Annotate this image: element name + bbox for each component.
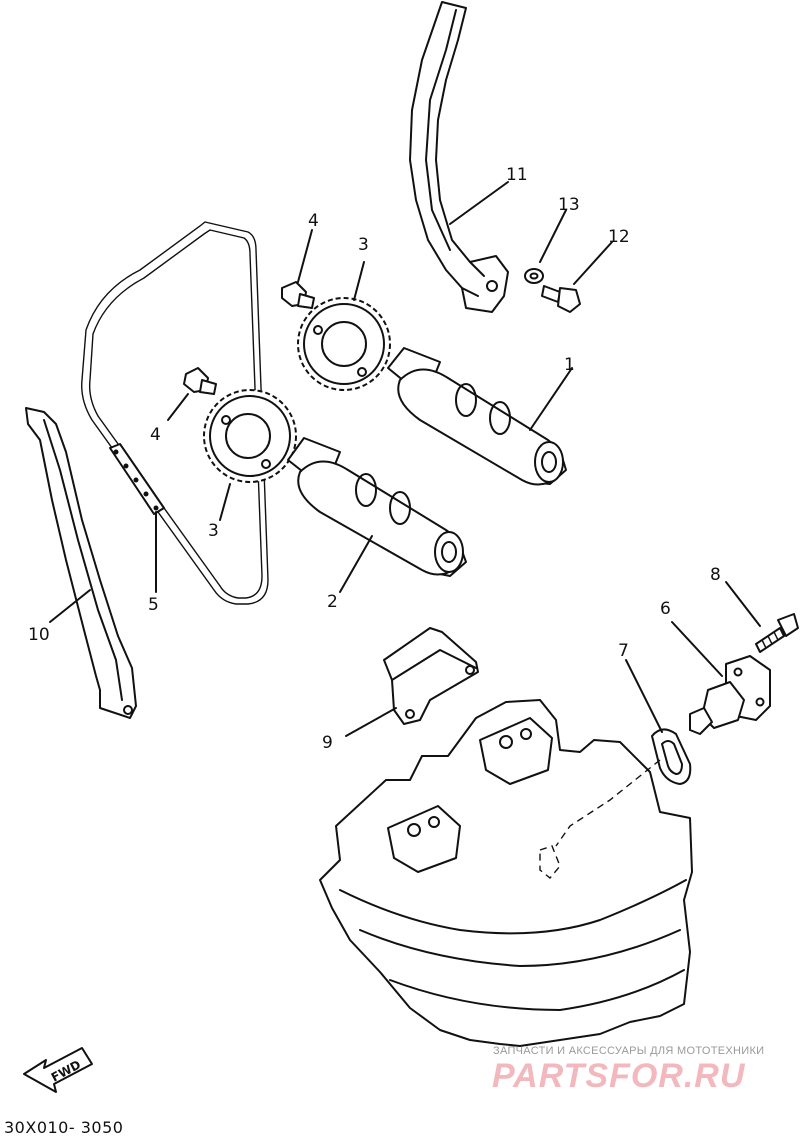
callout-7: 7 bbox=[618, 641, 629, 661]
callout-3-lower: 3 bbox=[208, 521, 219, 541]
tensioner-bolt bbox=[755, 613, 799, 653]
callout-13: 13 bbox=[558, 195, 580, 215]
cam-chain-loop bbox=[81, 221, 269, 605]
callout-6: 6 bbox=[660, 599, 671, 619]
callout-2: 2 bbox=[327, 592, 338, 612]
chain-link bbox=[109, 443, 165, 515]
cam-sprocket-lower bbox=[203, 389, 297, 483]
callout-4-lower: 4 bbox=[150, 425, 161, 445]
sprocket-bolt-lower bbox=[183, 367, 217, 395]
camshaft-1 bbox=[387, 347, 567, 486]
tensioner-alignment-line bbox=[555, 759, 661, 847]
leader-lines bbox=[49, 181, 761, 737]
callout-11: 11 bbox=[506, 165, 528, 185]
watermark-logo: PARTSFOR.RU bbox=[492, 1057, 746, 1095]
chain-guide-lower bbox=[25, 407, 137, 719]
guide-bolt bbox=[541, 285, 581, 313]
callout-9: 9 bbox=[322, 733, 333, 753]
chain-tensioner bbox=[689, 655, 771, 735]
cylinder-head bbox=[319, 699, 693, 1047]
callout-8: 8 bbox=[710, 565, 721, 585]
callout-5: 5 bbox=[148, 595, 159, 615]
diagram-code: 30X010- 3050 bbox=[4, 1118, 124, 1137]
fwd-arrow: FWD bbox=[23, 1047, 93, 1093]
washer bbox=[524, 268, 544, 284]
cover-plate bbox=[383, 627, 479, 725]
camshaft-2 bbox=[287, 437, 467, 577]
callout-3-upper: 3 bbox=[358, 235, 369, 255]
sprocket-bolt-upper bbox=[281, 281, 315, 309]
callout-10: 10 bbox=[28, 625, 50, 645]
callout-1: 1 bbox=[564, 355, 575, 375]
watermark-tagline: ЗАПЧАСТИ И АКСЕССУАРЫ ДЛЯ МОТОТЕХНИКИ bbox=[493, 1045, 765, 1057]
callout-12: 12 bbox=[608, 227, 630, 247]
callout-4-upper: 4 bbox=[308, 211, 319, 231]
chain-guide-upper bbox=[409, 1, 509, 313]
cam-sprocket-upper bbox=[297, 297, 391, 391]
tensioner-gasket bbox=[651, 728, 692, 785]
